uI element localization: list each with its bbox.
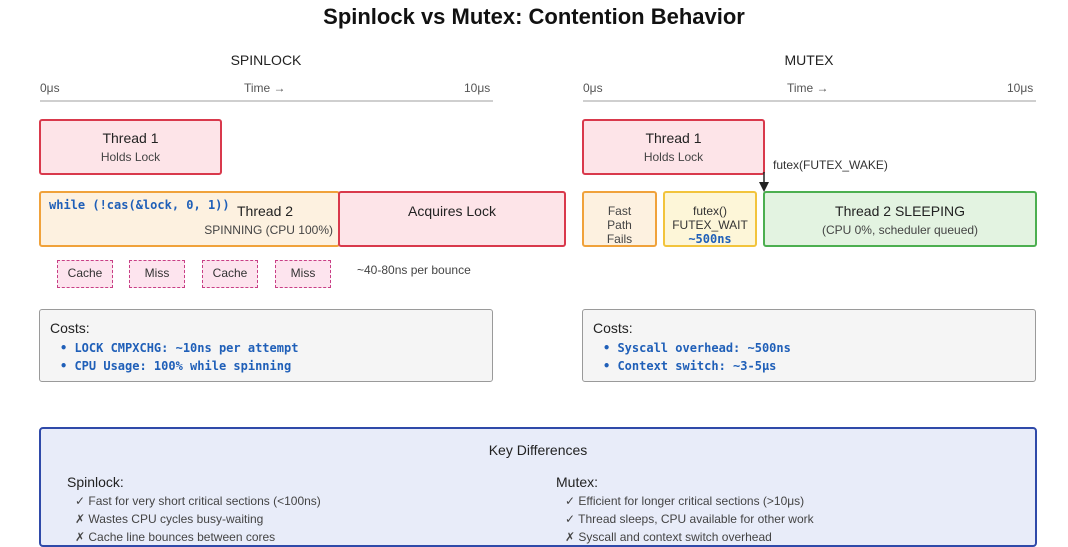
- futex-wait-flag: FUTEX_WAIT: [672, 218, 748, 232]
- mutex-thread1-box: Thread 1 Holds Lock: [582, 119, 765, 175]
- spinlock-thread1-box: Thread 1 Holds Lock: [39, 119, 222, 175]
- key-differences-panel: Key Differences Spinlock: ✓ Fast for ver…: [39, 427, 1037, 547]
- mutex-costs-title: Costs:: [593, 320, 633, 336]
- mutex-axis-end: 10μs: [1007, 81, 1034, 95]
- spinlock-cost-item: • CPU Usage: 100% while spinning: [60, 359, 292, 373]
- mutex-header: MUTEX: [784, 52, 834, 68]
- spinlock-acquires-label: Acquires Lock: [408, 203, 496, 219]
- spinlock-axis-start: 0μs: [40, 81, 60, 95]
- kd-mutex-item: ✓ Efficient for longer critical sections…: [565, 494, 805, 508]
- thread2-sleeping-name: Thread 2 SLEEPING: [835, 203, 965, 219]
- futex-latency: ~500ns: [688, 232, 732, 246]
- mutex-axis-label: Time →: [787, 81, 829, 95]
- mutex-costs-box: Costs: • Syscall overhead: ~500ns • Cont…: [582, 309, 1036, 382]
- spinlock-axis-end: 10μs: [464, 81, 491, 95]
- spinlock-thread1-status: Holds Lock: [100, 150, 161, 164]
- spinlock-cost-item-text: LOCK CMPXCHG: ~10ns per attempt: [74, 341, 299, 355]
- kd-mutex-heading: Mutex:: [556, 474, 599, 490]
- fast-path-box: Fast Path Fails: [582, 191, 657, 247]
- cache-box: Cache: [202, 260, 258, 288]
- spinlock-time-axis: [40, 100, 493, 102]
- fast-path-line: Fast: [607, 204, 632, 218]
- spinlock-cas-code: while (!cas(&lock, 0, 1)): [49, 198, 230, 212]
- spinlock-costs-title: Costs:: [50, 320, 90, 336]
- bounce-note: ~40-80ns per bounce: [357, 263, 471, 277]
- spinlock-header: SPINLOCK: [230, 52, 302, 68]
- fast-path-line: Path: [607, 218, 632, 232]
- spinlock-thread2-name: Thread 2: [237, 203, 294, 219]
- mutex-cost-item-text: Context switch: ~3-5μs: [617, 359, 777, 373]
- spinlock-thread2-status: SPINNING (CPU 100%): [204, 223, 333, 237]
- kd-mutex-item: ✗ Syscall and context switch overhead: [565, 530, 772, 544]
- kd-spinlock-item: ✓ Fast for very short critical sections …: [75, 494, 321, 508]
- futex-wait-box: futex() FUTEX_WAIT ~500ns: [663, 191, 757, 247]
- diagram-title: Spinlock vs Mutex: Contention Behavior: [323, 4, 745, 29]
- spinlock-costs-box: Costs: • LOCK CMPXCHG: ~10ns per attempt…: [39, 309, 493, 382]
- spinlock-axis-label: Time →: [244, 81, 286, 95]
- cache-box: Cache: [57, 260, 113, 288]
- spinlock-thread1-name: Thread 1: [102, 130, 159, 146]
- mutex-thread1-name: Thread 1: [645, 130, 702, 146]
- mutex-cost-item: • Context switch: ~3-5μs: [603, 359, 777, 373]
- cache-box: Miss: [129, 260, 185, 288]
- mutex-time-axis: [583, 100, 1036, 102]
- mutex-thread1-status: Holds Lock: [643, 150, 704, 164]
- mutex-axis-start: 0μs: [583, 81, 603, 95]
- mutex-cost-item: • Syscall overhead: ~500ns: [603, 341, 791, 355]
- spinlock-acquires-box: Acquires Lock: [338, 191, 566, 247]
- fast-path-line: Fails: [606, 232, 633, 246]
- spinlock-thread2-box: while (!cas(&lock, 0, 1)) Thread 2 SPINN…: [39, 191, 340, 247]
- futex-call: futex(): [692, 204, 727, 218]
- futex-wake-label: futex(FUTEX_WAKE): [773, 158, 888, 172]
- kd-mutex-item: ✓ Thread sleeps, CPU available for other…: [565, 512, 814, 526]
- kd-spinlock-item: ✗ Cache line bounces between cores: [75, 530, 276, 544]
- thread2-sleeping-box: Thread 2 SLEEPING (CPU 0%, scheduler que…: [763, 191, 1037, 247]
- kd-spinlock-heading: Spinlock:: [67, 474, 124, 490]
- spinlock-cost-item-text: CPU Usage: 100% while spinning: [74, 359, 292, 373]
- mutex-cost-item-text: Syscall overhead: ~500ns: [617, 341, 791, 355]
- wake-arrow: [759, 172, 769, 192]
- key-differences-title: Key Differences: [488, 442, 588, 458]
- thread2-sleeping-status: (CPU 0%, scheduler queued): [821, 223, 979, 237]
- kd-spinlock-item: ✗ Wastes CPU cycles busy-waiting: [75, 512, 264, 526]
- cache-box: Miss: [275, 260, 331, 288]
- spinlock-cost-item: • LOCK CMPXCHG: ~10ns per attempt: [60, 341, 299, 355]
